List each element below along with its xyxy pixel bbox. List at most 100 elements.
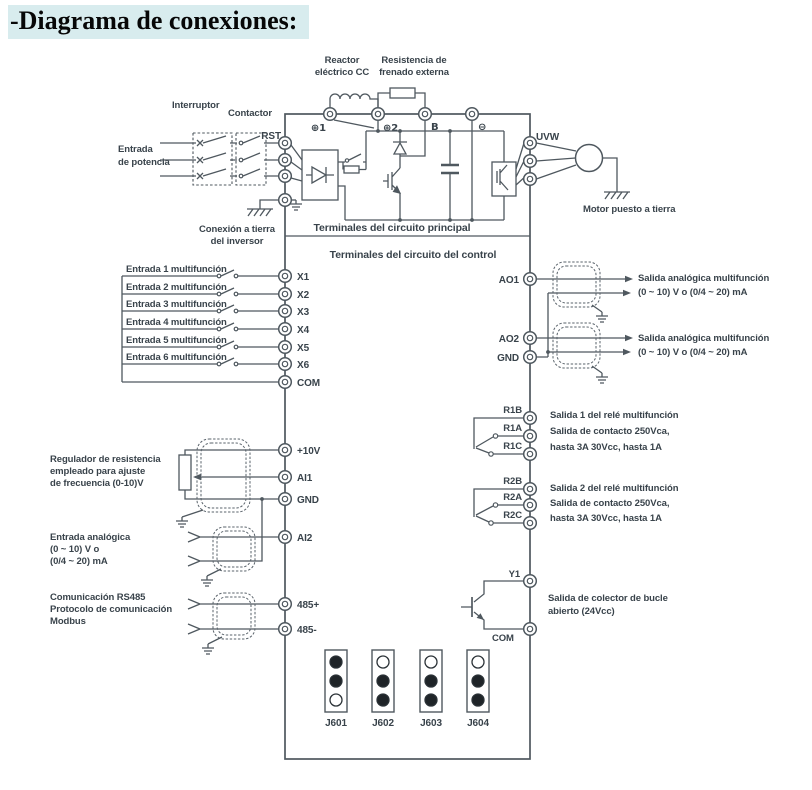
j602-dot-2	[376, 674, 390, 688]
terminal-dc-minus	[464, 106, 480, 122]
terminal-gnd-right	[522, 349, 538, 365]
analog-input-ai2: Entrada analógica (0 ~ 10) V o (0/4 ~ 20…	[50, 497, 313, 587]
inverter-ground-label-line2: del inversor	[211, 236, 264, 247]
potentiometer-symbol	[178, 454, 192, 491]
shielded-cable-485-outer	[212, 592, 256, 640]
terminal-label-gnd-left: GND	[297, 495, 319, 506]
input1-label: Entrada 1 multifunción	[126, 264, 227, 275]
terminal-485n	[277, 621, 293, 637]
terminal-label-x2: X2	[297, 290, 310, 301]
terminal-label-ao1: AO1	[499, 275, 520, 286]
ground-symbol-ao2-shield	[595, 372, 609, 384]
terminal-s	[277, 152, 293, 168]
relay-output-2: R2B R2A R2C Salida 2 del relé multifunci…	[473, 476, 679, 531]
input4-label: Entrada 4 multifunción	[126, 317, 227, 328]
terminal-label-minus: ⊖	[478, 122, 486, 133]
terminal-label-ai1: AI1	[297, 473, 313, 484]
terminal-com	[277, 374, 293, 390]
precharge-circuit	[338, 131, 367, 174]
terminal-label-ao2: AO2	[499, 334, 520, 345]
relay2-label-line1: Salida 2 del relé multifunción	[550, 483, 679, 494]
terminal-label-x5: X5	[297, 343, 310, 354]
terminal-label-com-right: COM	[492, 633, 514, 644]
terminal-t	[277, 168, 293, 184]
terminal-label-x6: X6	[297, 360, 310, 371]
shielded-cable-485-inner	[216, 596, 252, 636]
rectifier	[290, 144, 339, 201]
shielded-cable-ao2-outer	[552, 322, 601, 369]
brake-resistor-symbol	[389, 87, 416, 99]
terminal-ao1	[522, 271, 538, 287]
pot-label-line3: de frecuencia (0-10)V	[50, 478, 144, 489]
terminal-label-x3: X3	[297, 307, 310, 318]
terminal-pe	[277, 192, 293, 208]
reactor-inductor-symbol	[329, 93, 379, 107]
relay2-label-line2: Salida de contacto 250Vca,	[550, 498, 669, 509]
breaker-label: Interruptor	[172, 100, 220, 111]
shielded-cable-pot-inner	[200, 442, 247, 509]
rs485-label-line1: Comunicación RS485	[50, 592, 146, 603]
j601-dot-3	[329, 693, 343, 707]
j602-dot-3	[376, 693, 390, 707]
terminal-com-right	[522, 621, 538, 637]
rst-label: RST	[261, 131, 281, 142]
input3-label: Entrada 3 multifunción	[126, 299, 227, 310]
open-collector-output: Y1 COM Salida de colector de bucle abier…	[461, 569, 668, 644]
relay1-contact-symbol	[473, 417, 524, 455]
terminal-v	[522, 153, 538, 169]
terminal-label-r1b: R1B	[503, 405, 522, 416]
terminal-label-y1: Y1	[509, 569, 521, 580]
terminal-label-r2a: R2A	[503, 492, 522, 503]
ai2-label-line1: Entrada analógica	[50, 532, 131, 543]
terminal-x1	[277, 268, 293, 284]
ground-symbol-485-shield	[201, 643, 215, 655]
terminal-label-plus1: ⊕1	[311, 123, 326, 134]
terminal-label-x4: X4	[297, 325, 310, 336]
terminal-w	[522, 171, 538, 187]
j604-dot-3	[471, 693, 485, 707]
terminal-gnd-left	[277, 491, 293, 507]
rs485-comm: Comunicación RS485 Protocolo de comunica…	[50, 592, 319, 655]
precharge-resistor	[343, 165, 360, 174]
terminal-label-plus2: ⊕2	[383, 123, 398, 134]
terminal-x6	[277, 356, 293, 372]
terminal-x4	[277, 321, 293, 337]
earth-symbol-inverter	[246, 208, 274, 217]
terminal-10v	[277, 442, 293, 458]
terminal-label-r1a: R1A	[503, 423, 522, 434]
terminal-ao2	[522, 330, 538, 346]
ground-symbol-pot-shield	[175, 516, 189, 528]
ao1-output-label-line1: Salida analógica multifunción	[638, 273, 769, 284]
terminal-r2c	[522, 515, 538, 531]
shielded-cable-ao1-inner	[556, 265, 597, 304]
ai2-label-line2: (0 ~ 10) V o	[50, 544, 100, 555]
shielded-cable-ao2-inner	[556, 326, 597, 365]
terminal-label-com: COM	[297, 378, 320, 389]
terminal-dc-plus1	[322, 106, 338, 122]
terminal-y1	[522, 573, 538, 589]
page-title: -Diagrama de conexiones:	[8, 5, 310, 39]
terminal-label-r2c: R2C	[503, 510, 522, 521]
terminal-x3	[277, 303, 293, 319]
reactor-bypass-link	[333, 119, 375, 129]
ai2-label-line3: (0/4 ~ 20) mA	[50, 556, 108, 567]
terminal-x2	[277, 286, 293, 302]
y1-output-label-line2: abierto (24Vcc)	[548, 606, 615, 617]
shielded-cable-ai2-inner	[216, 530, 252, 568]
terminal-dc-plus2	[370, 106, 386, 122]
terminal-ai1	[277, 469, 293, 485]
dc-bus-terminals: ⊕1 ⊕2 B ⊖	[311, 106, 486, 134]
relay2-contact-symbol	[473, 488, 524, 524]
dc-reactor: Reactor eléctrico CC	[315, 55, 379, 129]
earth-symbol-motor	[603, 191, 631, 200]
pot-label-line2: empleado para ajuste	[50, 466, 145, 477]
brake-chopper	[383, 131, 408, 220]
terminal-label-ai2: AI2	[297, 533, 313, 544]
jumper-label-j603: J603	[420, 718, 442, 729]
terminal-ai2	[277, 529, 293, 545]
y1-output-label-line1: Salida de colector de bucle	[548, 593, 668, 604]
relay1-label-line1: Salida 1 del relé multifunción	[550, 410, 679, 421]
terminal-r	[277, 135, 293, 151]
